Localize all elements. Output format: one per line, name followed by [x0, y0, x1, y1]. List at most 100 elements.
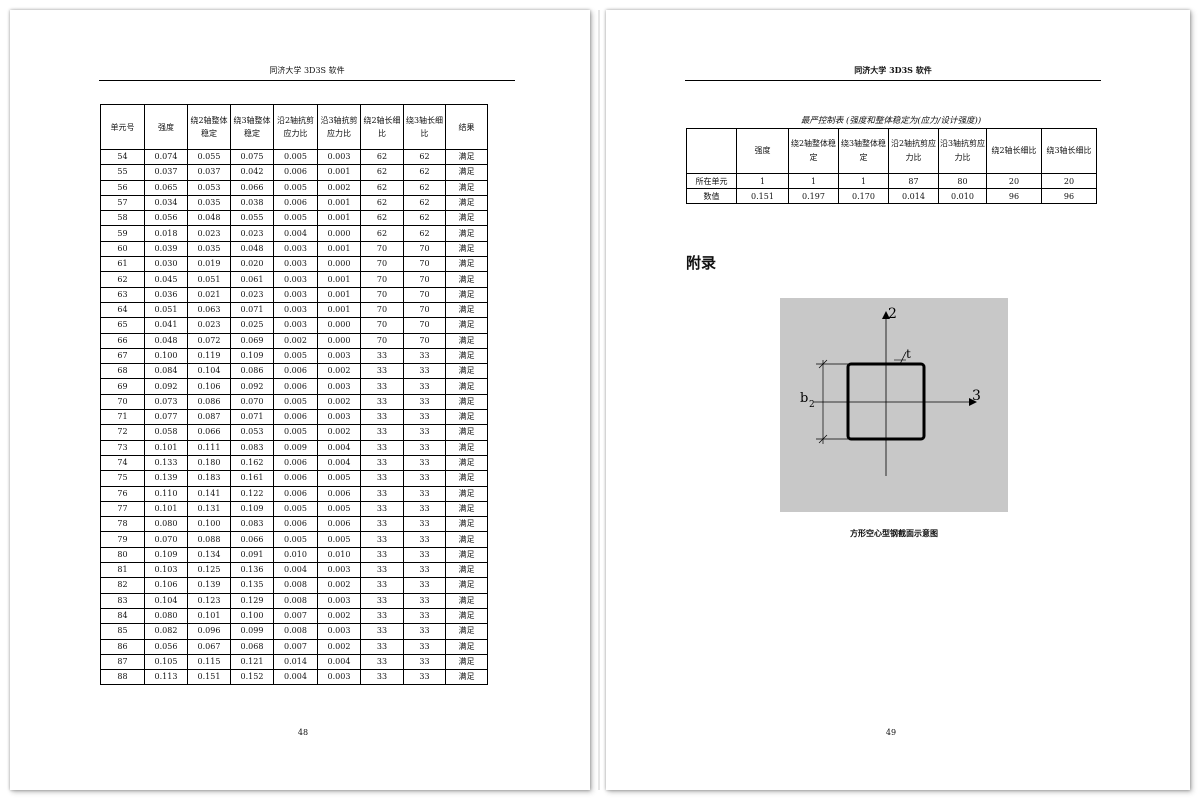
- table-cell: 0.104: [144, 592, 188, 609]
- table-cell: 0.005: [273, 424, 318, 441]
- column-header: 沿2轴抗剪应力比: [888, 128, 939, 174]
- table-cell: 0.023: [187, 317, 231, 334]
- table-cell: 满足: [445, 470, 488, 487]
- table-cell: 0.036: [144, 286, 188, 303]
- table-cell: 0.170: [838, 188, 889, 204]
- table-cell: 0.005: [273, 531, 318, 548]
- table-cell: 0.009: [273, 439, 318, 456]
- summary-header-row: 强度绕2轴整体稳定绕3轴整体稳定沿2轴抗剪应力比沿3轴抗剪应力比绕2轴长细比绕3…: [686, 128, 1097, 174]
- table-cell: 0.129: [230, 592, 274, 609]
- table-cell: 62: [403, 225, 446, 242]
- table-cell: 0.088: [187, 531, 231, 548]
- table-cell: 0.074: [144, 148, 188, 166]
- left-page: 同济大学 3D3S 软件 单元号强度绕2轴整体稳定绕3轴整体稳定沿2轴抗剪应力比…: [10, 10, 590, 790]
- column-header: 绕2轴整体稳定: [187, 104, 231, 150]
- table-cell: 78: [100, 516, 145, 533]
- table-cell: 70: [403, 286, 446, 303]
- table-cell: 33: [403, 562, 446, 579]
- table-cell: 33: [403, 531, 446, 548]
- table-cell: 62: [403, 164, 446, 181]
- table-cell: 58: [100, 210, 145, 227]
- table-cell: 0.109: [230, 500, 274, 518]
- column-header: 绕3轴整体稳定: [230, 104, 274, 150]
- table-cell: 79: [100, 531, 145, 548]
- table-cell: 满足: [445, 516, 488, 533]
- table-cell: 55: [100, 164, 145, 181]
- table-cell: 0.038: [230, 194, 274, 212]
- table-cell: 33: [360, 638, 404, 655]
- table-cell: 满足: [445, 225, 488, 242]
- width-label: b: [800, 391, 808, 406]
- table-cell: 满足: [445, 179, 488, 196]
- table-cell: 0.002: [273, 332, 318, 349]
- table-cell: 满足: [445, 669, 488, 686]
- table-cell: 0.005: [273, 179, 318, 196]
- table-cell: 满足: [445, 592, 488, 609]
- header-rule: [99, 80, 515, 81]
- table-cell: 0.069: [230, 332, 274, 349]
- width-label-subscript: 2: [809, 400, 815, 410]
- axis-3-label: 3: [972, 388, 981, 404]
- table-cell: 0.003: [273, 317, 318, 334]
- table-cell: 0.004: [317, 653, 361, 671]
- table-cell: 0.010: [317, 546, 361, 564]
- table-cell: 满足: [445, 623, 488, 640]
- table-header-row: 单元号强度绕2轴整体稳定绕3轴整体稳定沿2轴抗剪应力比沿3轴抗剪应力比绕2轴长细…: [100, 104, 488, 150]
- table-cell: 数值: [686, 188, 737, 204]
- table-cell: 0.048: [187, 210, 231, 227]
- table-cell: 20: [1041, 173, 1097, 189]
- table-cell: 0.030: [144, 256, 188, 273]
- running-head: 同济大学 3D3S 软件: [269, 66, 345, 75]
- table-cell: 0.035: [187, 240, 231, 258]
- table-cell: 0.133: [144, 454, 188, 472]
- table-cell: 68: [100, 363, 145, 380]
- table-cell: 33: [403, 592, 446, 609]
- table-cell: 0.106: [187, 378, 231, 395]
- table-cell: 0.037: [144, 164, 188, 181]
- table-cell: 33: [403, 393, 446, 411]
- table-cell: 0.080: [144, 516, 188, 533]
- table-cell: 0.055: [187, 148, 231, 166]
- table-cell: 33: [360, 653, 404, 671]
- table-cell: 70: [360, 332, 404, 349]
- table-cell: 0.003: [317, 378, 361, 395]
- table-cell: 0.152: [230, 669, 274, 686]
- summary-table-title: 最严控制表 (强度和整体稳定为(应力/设计强度)): [800, 116, 982, 126]
- table-cell: 0.023: [230, 286, 274, 303]
- table-cell: 87: [100, 653, 145, 671]
- table-cell: 1: [736, 173, 789, 189]
- table-cell: 0.004: [273, 562, 318, 579]
- table-cell: 67: [100, 347, 145, 365]
- table-cell: 33: [403, 470, 446, 487]
- table-cell: 0.006: [273, 194, 318, 212]
- table-cell: 0.003: [317, 562, 361, 579]
- table-cell: 0.003: [317, 409, 361, 426]
- table-cell: 33: [360, 592, 404, 609]
- table-cell: 0.123: [187, 592, 231, 609]
- table-cell: 0.066: [230, 531, 274, 548]
- table-cell: 0.045: [144, 271, 188, 288]
- table-cell: 33: [403, 439, 446, 456]
- table-cell: 0.109: [230, 347, 274, 365]
- table-cell: 0.021: [187, 286, 231, 303]
- table-cell: 0.001: [317, 164, 361, 181]
- table-cell: 33: [360, 424, 404, 441]
- table-cell: 69: [100, 378, 145, 395]
- table-cell: 62: [360, 194, 404, 212]
- table-cell: 0.002: [317, 363, 361, 380]
- table-cell: 0.014: [273, 653, 318, 671]
- table-cell: 70: [403, 240, 446, 258]
- table-cell: 0.183: [187, 470, 231, 487]
- table-cell: 33: [360, 562, 404, 579]
- table-cell: 0.180: [187, 454, 231, 472]
- column-header: 沿3轴抗剪应力比: [938, 128, 987, 174]
- table-cell: 62: [360, 164, 404, 181]
